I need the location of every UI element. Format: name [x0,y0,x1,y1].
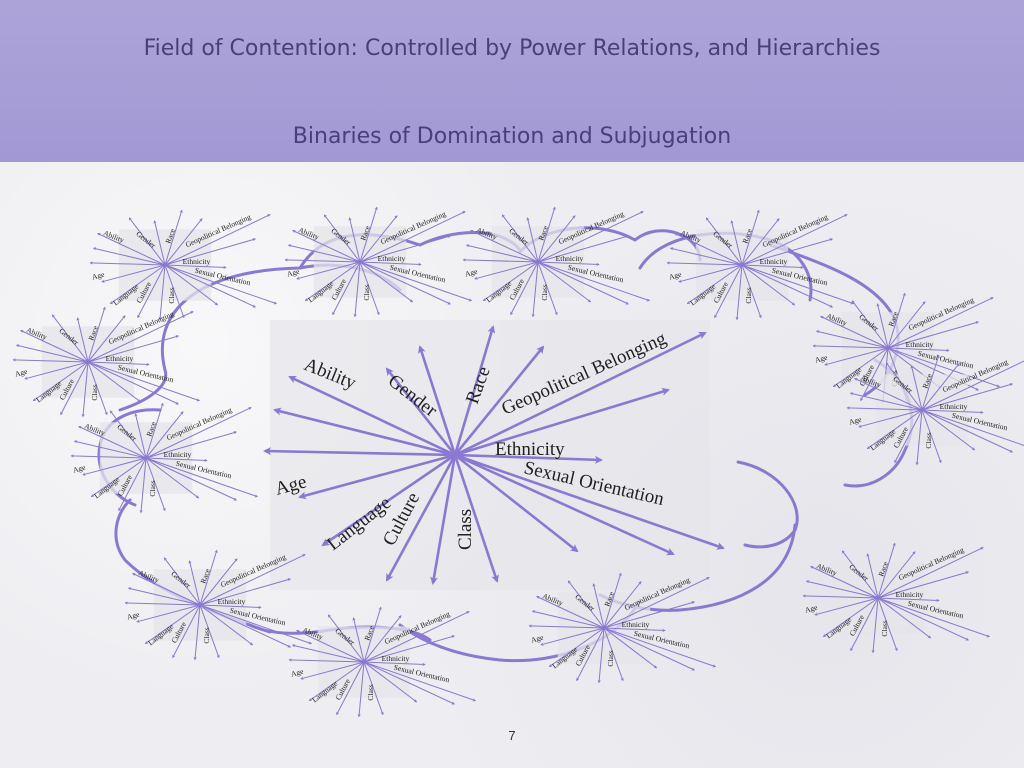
arrow [454,453,675,556]
mini-diagram [13,307,199,416]
central-identity-diagram: Ability Gender Race Geopolitical Belongi… [263,320,725,590]
arrow [454,453,603,464]
arrow [321,453,456,547]
label-ethnicity: Ethnicity [495,439,565,460]
loop-segment [736,460,799,549]
arrow [263,447,456,457]
label-class: Class [455,509,476,550]
page-number: 7 [508,728,516,743]
arrow [298,453,456,500]
arrow [454,453,579,553]
slide-subtitle: Binaries of Domination and Subjugation [292,124,732,149]
mini-diagram [289,607,475,716]
arrow [453,325,496,456]
mini-diagram [803,543,989,652]
arrow [288,375,456,457]
slide-title: Field of Contention: Controlled by Power… [143,36,881,61]
title-banner [0,0,1024,162]
arrow [273,407,456,457]
arrow [453,454,499,583]
mini-diagram [463,207,649,316]
arrow [453,345,545,456]
arrow [454,453,725,550]
arrow [385,454,457,582]
arrow [385,367,457,456]
arrow [430,454,457,585]
mini-diagram [285,207,471,316]
arrow [454,331,707,457]
arrow [454,387,670,457]
arrow [418,345,457,456]
